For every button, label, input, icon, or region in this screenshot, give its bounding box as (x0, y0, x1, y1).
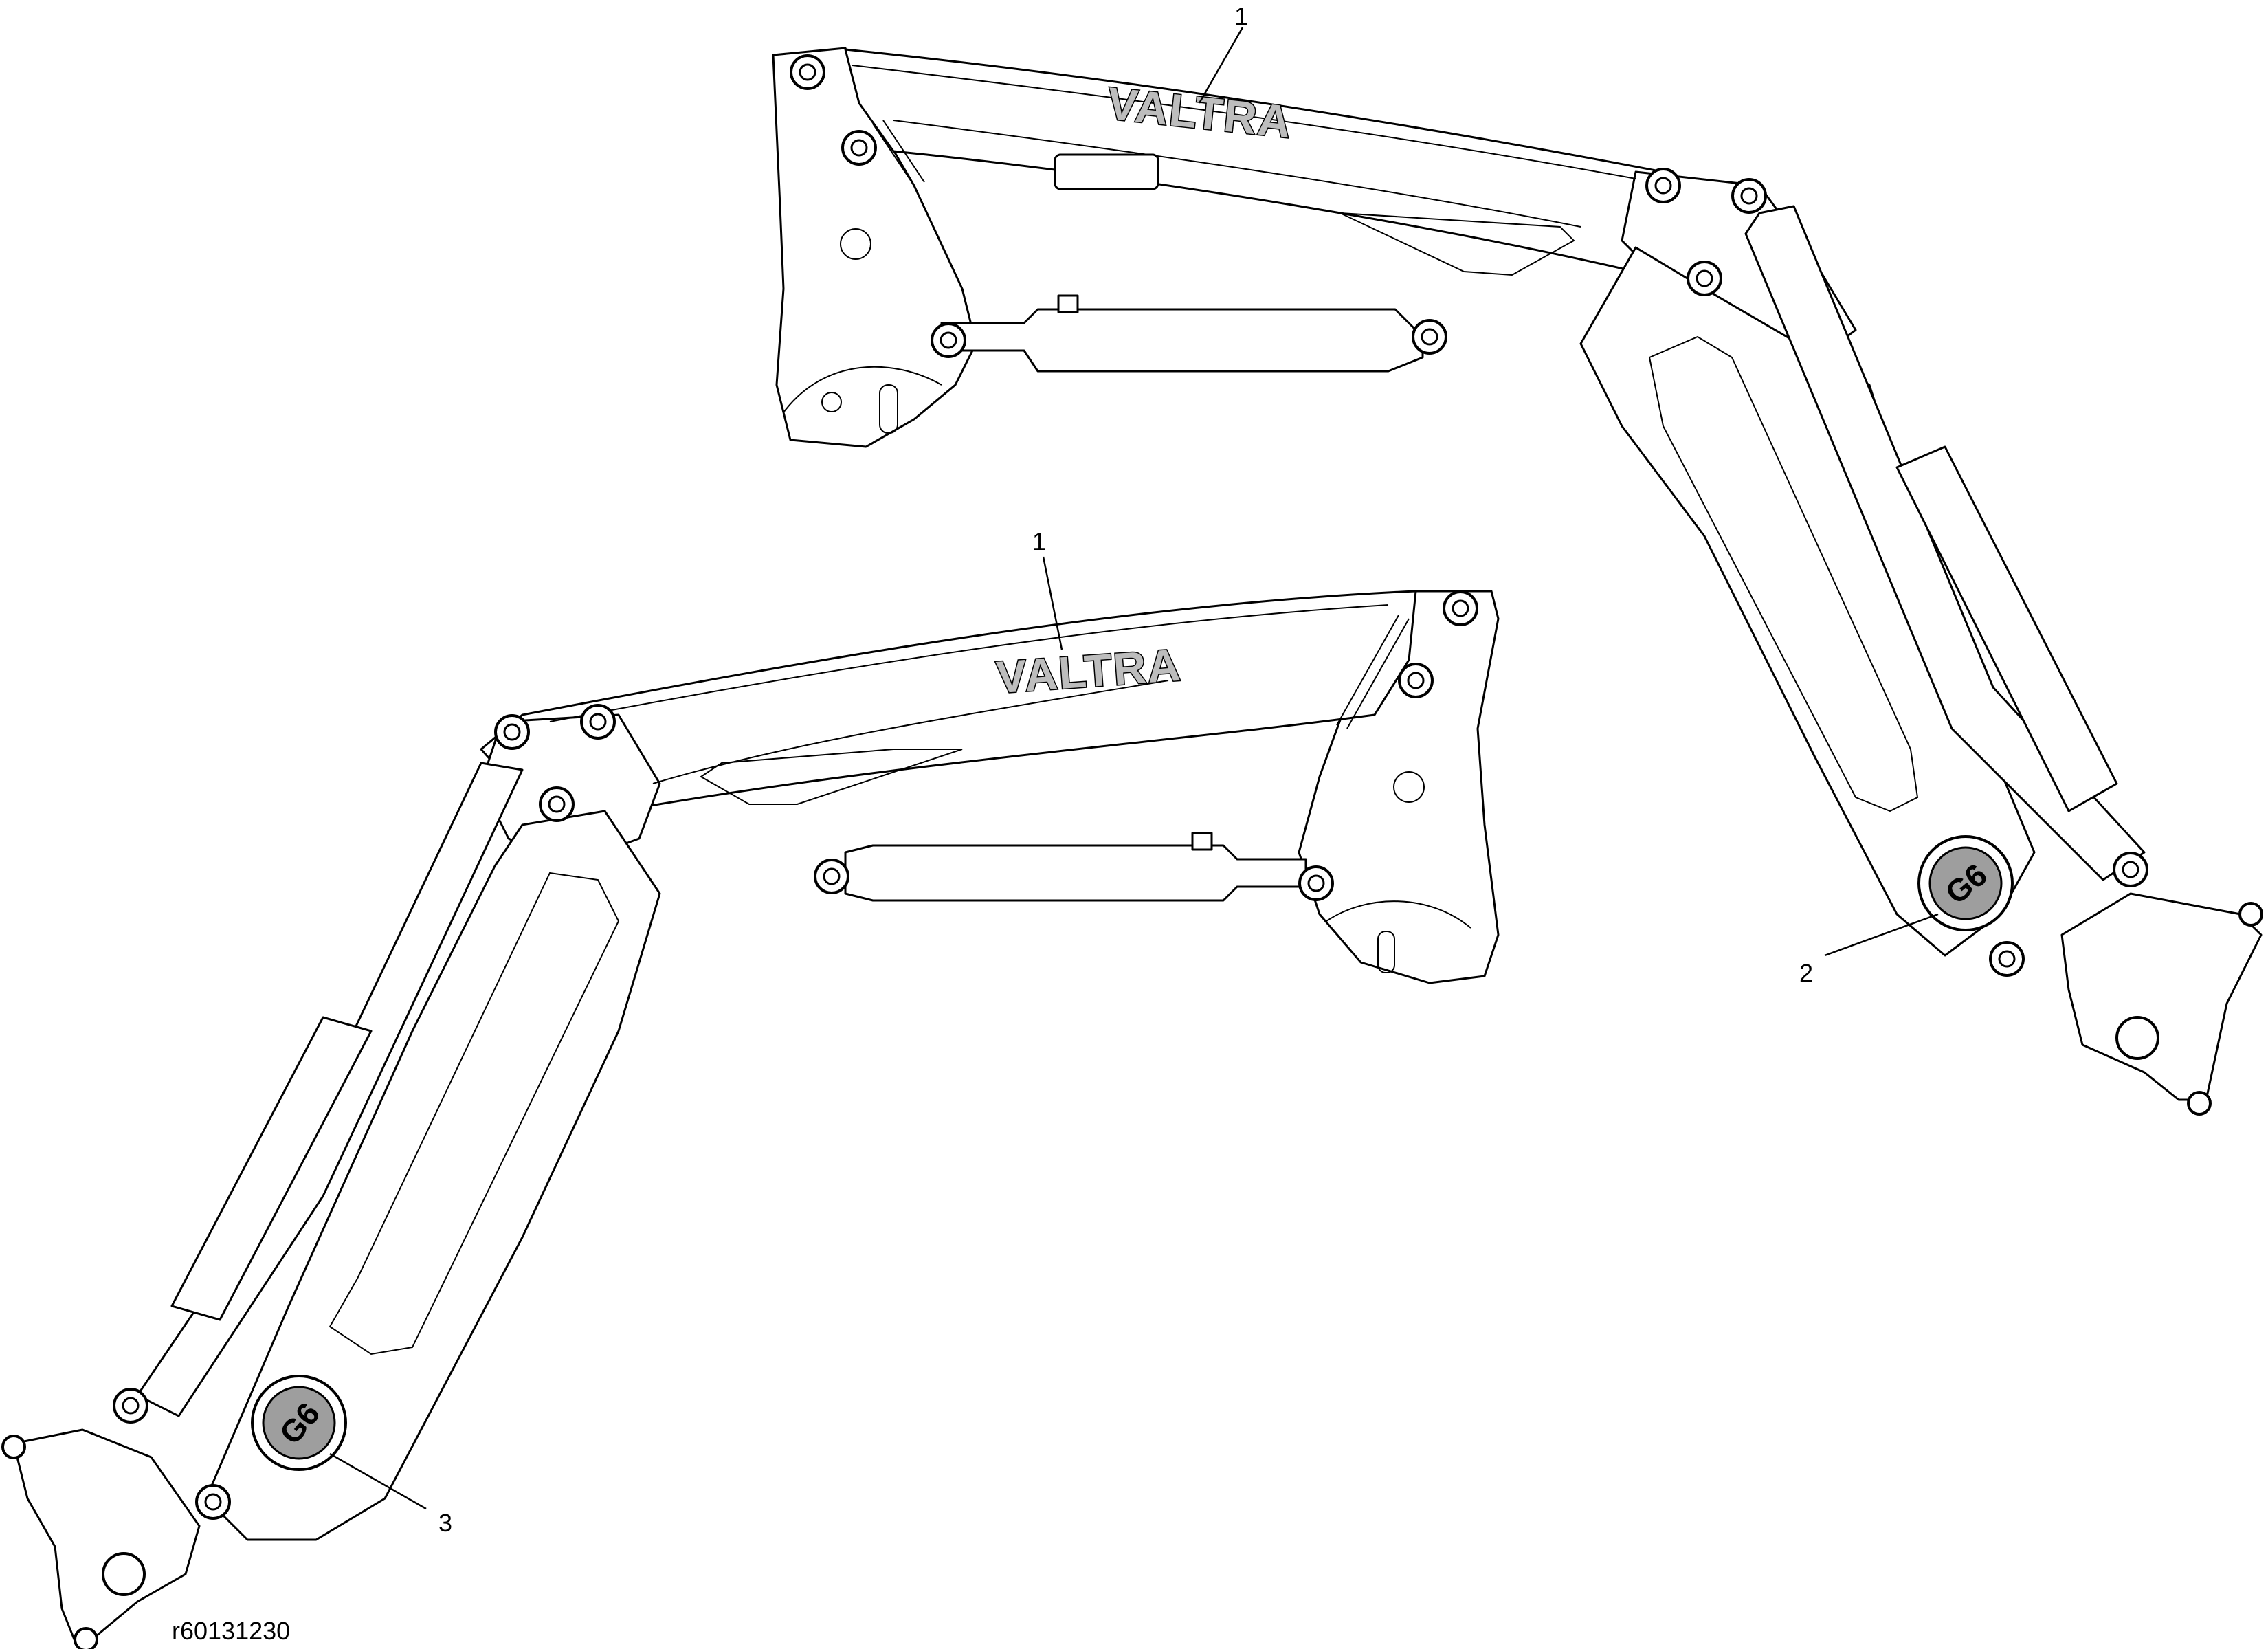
right-beam-stripe-2 (893, 120, 1581, 228)
leader-right-badge (1824, 913, 1939, 957)
right-attachment-tip (2238, 902, 2263, 927)
right-lift-cylinder-barrel (1895, 445, 2118, 812)
left-attachment-tip (1, 1435, 26, 1459)
right-beam-window (1339, 212, 1575, 276)
left-tilt-cylinder (844, 844, 1307, 902)
leader-left-badge (329, 1452, 427, 1510)
callouts: 1 1 2 3 (329, 2, 1939, 1537)
left-lift-cylinder-barrel (170, 1016, 373, 1321)
right-arm-window (1648, 335, 1919, 812)
right-mount-hole-2 (821, 392, 842, 412)
left-main-beam (480, 590, 1417, 812)
left-attachment-bracket (12, 1428, 201, 1644)
left-tilt-cylinder-port (1191, 832, 1213, 851)
left-beam-stripe-2 (652, 680, 1169, 784)
left-mount-cutout (1326, 900, 1471, 929)
right-mount-cutout (783, 366, 942, 413)
right-attachment-bracket (2060, 892, 2263, 1101)
left-beam-stripe (549, 604, 1389, 722)
callout-right-logo: 1 (1234, 2, 1248, 30)
left-loader-arm: G6 VALTRA (1, 590, 1500, 1649)
left-lower-arm (205, 810, 661, 1541)
left-mount-slot (1377, 931, 1395, 973)
right-loader-arm: G6 VALTRA (772, 47, 2263, 1116)
left-g6-badge: G6 (251, 1375, 347, 1471)
right-g6-badge: G6 (1917, 835, 2014, 931)
right-mount-slot (879, 384, 898, 434)
right-lower-arm (1579, 246, 2036, 957)
callout-left-logo: 1 (1032, 527, 1046, 555)
left-pins (113, 590, 1478, 1520)
right-tilt-cylinder (940, 308, 1424, 373)
left-arm-window (329, 872, 620, 1355)
left-attachment-roller (102, 1552, 146, 1596)
callout-left-badge: 3 (438, 1509, 452, 1537)
right-beam-stripe (852, 65, 1636, 179)
right-mount-hole (840, 228, 871, 260)
right-tilt-cylinder-port (1057, 294, 1079, 313)
callout-right-badge: 2 (1799, 959, 1813, 987)
right-attachment-tip-2 (2187, 1091, 2212, 1116)
left-mount-hole (1393, 771, 1425, 803)
leader-right-logo (1198, 27, 1244, 104)
left-plate-slash (1336, 615, 1410, 729)
left-mount-bracket (1298, 590, 1500, 984)
right-handle (1054, 153, 1159, 190)
right-plate-slash (872, 120, 925, 186)
drawing-reference: r60131230 (172, 1617, 290, 1645)
left-attachment-tip-2 (74, 1627, 98, 1649)
leader-left-logo (1042, 556, 1063, 650)
right-pins (790, 54, 2148, 977)
left-beam-window (700, 749, 963, 805)
right-attachment-roller (2115, 1016, 2159, 1060)
